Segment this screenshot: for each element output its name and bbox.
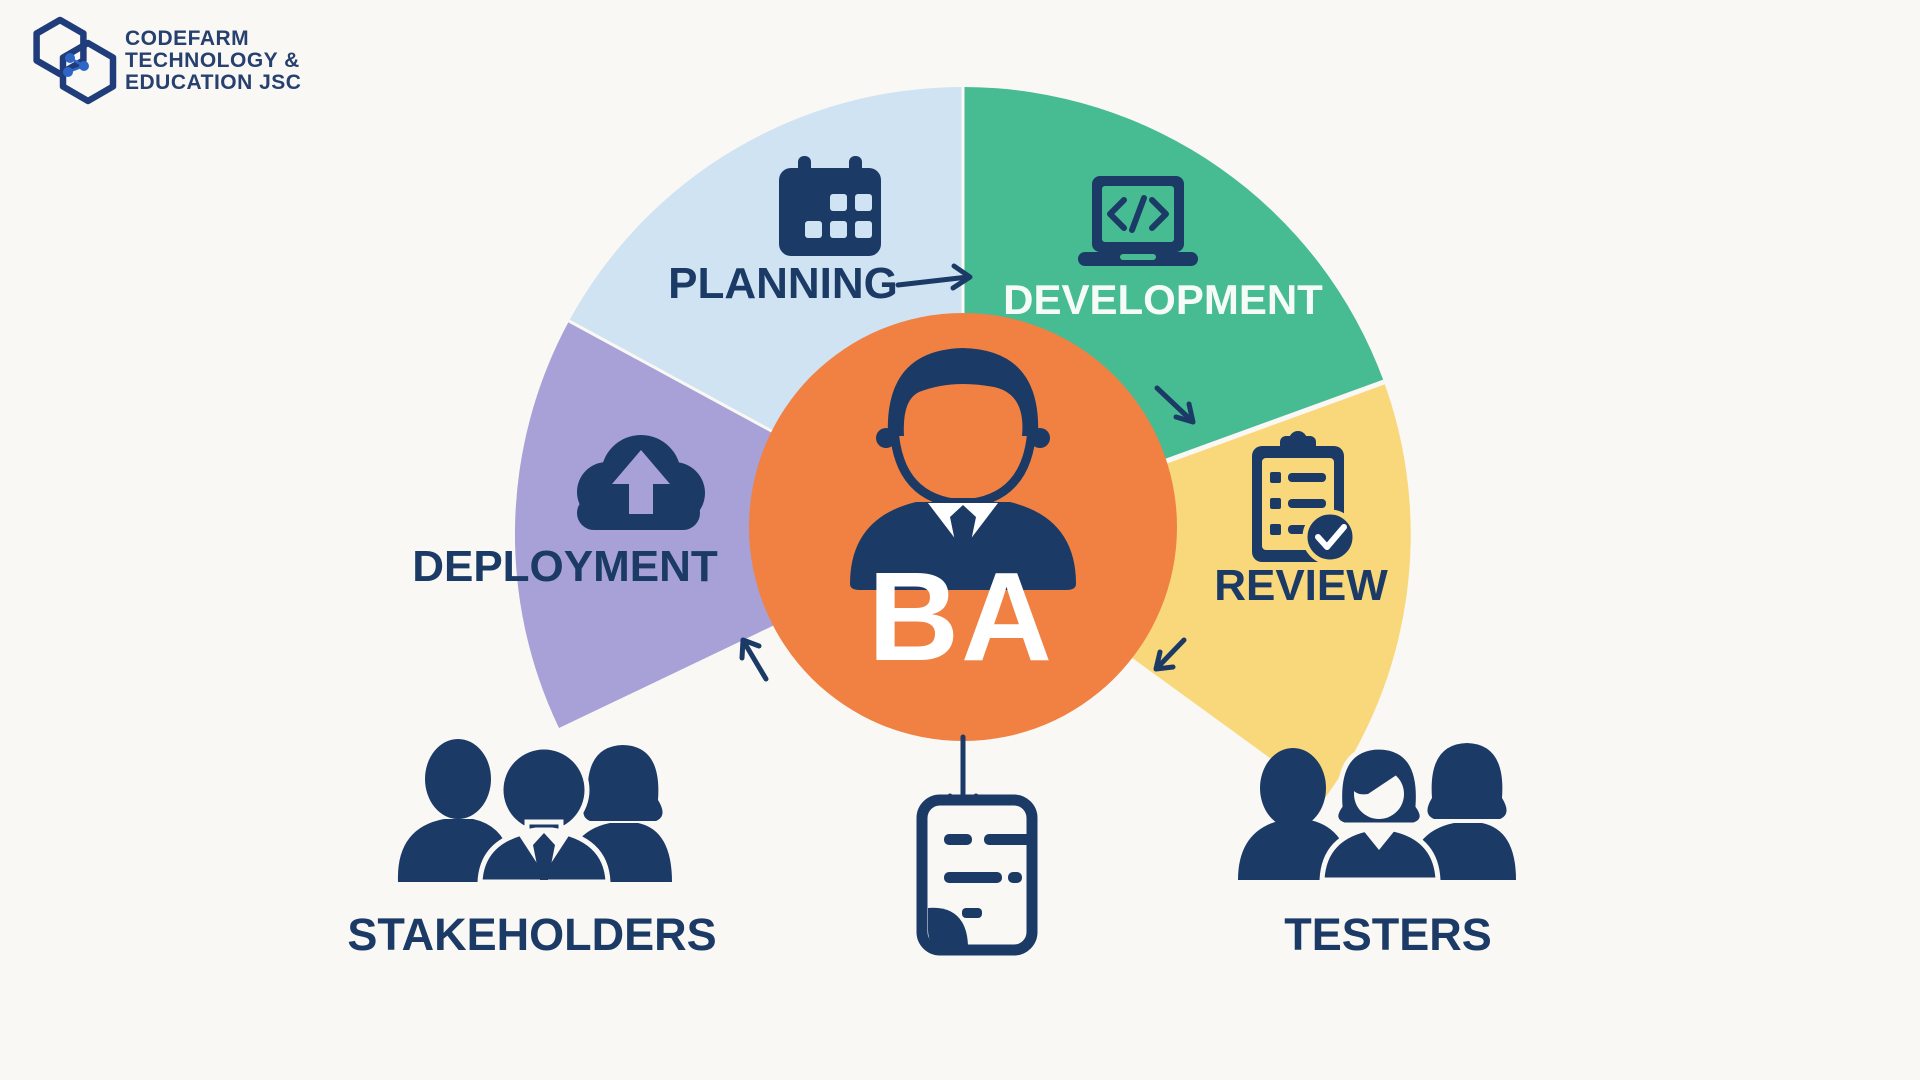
- stakeholders-group-icon: [397, 739, 672, 885]
- code-laptop-icon: [1078, 176, 1198, 266]
- planning-label: PLANNING: [668, 259, 898, 308]
- arrow-development-to-review-icon: [1154, 385, 1196, 425]
- testers-group-icon: [1238, 743, 1516, 883]
- logo-line3: EDUCATION JSC: [125, 71, 301, 94]
- sector-deployment: [514, 321, 963, 728]
- development-label: DEVELOPMENT: [1003, 276, 1323, 323]
- stakeholder-tie: [533, 833, 555, 880]
- hexagon-logo-icon: [33, 16, 117, 105]
- checklist-icon: [1252, 431, 1358, 565]
- business-analyst-icon: [850, 348, 1076, 590]
- calendar-icon: [779, 156, 881, 256]
- center-ba-node: BA: [749, 313, 1177, 741]
- codefarm-logo: CODEFARM TECHNOLOGY & EDUCATION JSC: [33, 16, 301, 105]
- document-icon: [916, 794, 1038, 956]
- check-badge-icon: [1302, 509, 1358, 565]
- testers-label: TESTERS: [1284, 909, 1492, 960]
- ba-label: BA: [868, 546, 1054, 687]
- review-label: REVIEW: [1214, 561, 1388, 610]
- logo-line2: TECHNOLOGY &: [125, 49, 300, 72]
- stakeholders-label: STAKEHOLDERS: [347, 909, 716, 960]
- arrow-review-to-testers-icon: [1153, 637, 1187, 672]
- arrow-stakeholders-to-ba-icon: [739, 637, 769, 682]
- cloud-upload-icon: [577, 435, 705, 530]
- tie: [950, 505, 976, 556]
- tester-collar: [1362, 829, 1396, 850]
- logo-line1: CODEFARM: [125, 27, 249, 50]
- arrow-planning-to-development-icon: [895, 263, 973, 291]
- deployment-label: DEPLOYMENT: [412, 542, 718, 591]
- tester-bangs: [1352, 756, 1404, 795]
